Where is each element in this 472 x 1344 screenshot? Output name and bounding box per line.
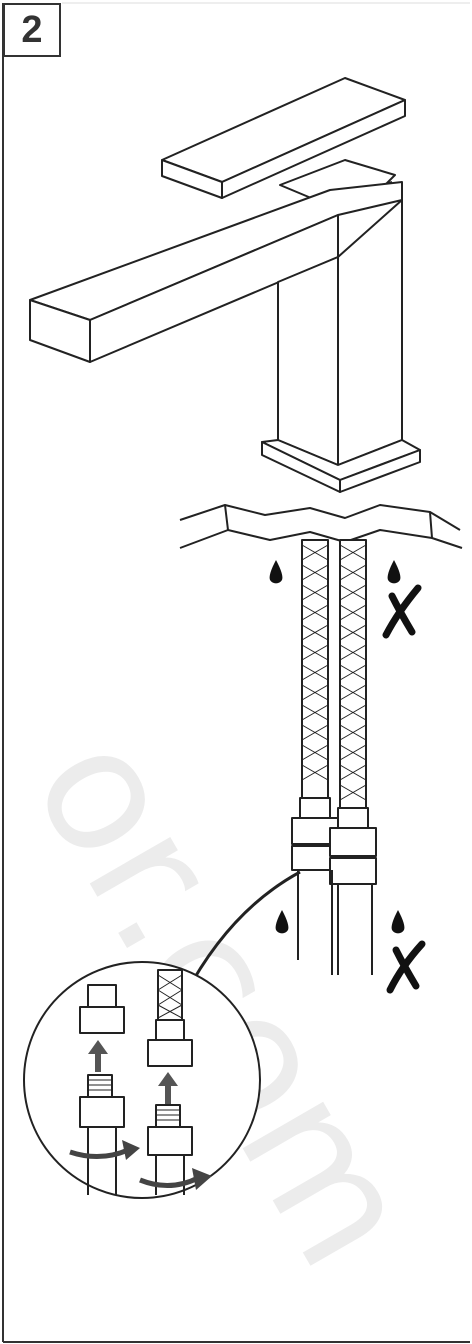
rotate-arrow-left: [69, 1147, 129, 1159]
drop-icon: [275, 910, 289, 934]
detail-valve-left: [79, 1074, 125, 1195]
drop-icon: [387, 560, 401, 584]
detail-hose: [157, 969, 183, 1021]
cross-icon: [382, 584, 422, 639]
detail-nut-right: [147, 1019, 193, 1067]
detail-nut-left: [79, 984, 125, 1034]
flexible-hose-left: [301, 539, 329, 799]
countertop-section: [179, 504, 463, 549]
drop-icon: [391, 910, 405, 934]
cross-icon: [386, 940, 426, 994]
callout-leader: [183, 870, 301, 996]
connect-arrow-left: [88, 1040, 108, 1072]
step-number: 2: [3, 3, 61, 57]
rotate-arrowhead-right: [192, 1168, 212, 1190]
detail-valve-right: [147, 1104, 193, 1195]
faucet-base: [261, 439, 421, 493]
detail-circle: [23, 961, 261, 1199]
rotate-arrow-right: [139, 1175, 200, 1188]
drop-icon: [269, 560, 283, 584]
rotate-arrowhead-left: [122, 1140, 140, 1160]
hose-nut-right: [329, 807, 377, 885]
supply-pipes: [297, 870, 373, 975]
connect-arrow-right: [158, 1072, 178, 1104]
flexible-hose-right: [339, 539, 367, 809]
faucet-lever: [161, 77, 406, 199]
